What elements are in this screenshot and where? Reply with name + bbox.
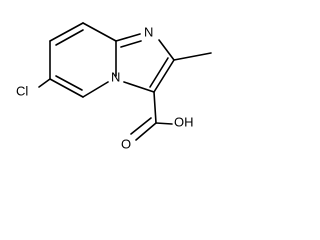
bond-c6-c5 (49, 78, 84, 98)
substituent-bonds (38, 52, 212, 141)
bond-c6-cl (38, 78, 51, 88)
bond-c8-c7 (49, 22, 84, 42)
bond-c2-methyl (173, 52, 212, 61)
bond-c2-c3 (153, 59, 175, 93)
background (0, 0, 226, 153)
bond-c2-c3-double (149, 57, 169, 88)
atom-label-carbonyl-oxygen: O (121, 136, 131, 151)
bond-c3-n4 (123, 81, 155, 93)
chemical-structure-diagram: N N Cl OH O (0, 0, 226, 153)
bond-n1-c2 (158, 39, 175, 61)
bond-carboxyl-oxygen (135, 122, 157, 141)
atom-label-n4: N (111, 69, 120, 84)
bond-c8a-c8 (82, 22, 117, 42)
atom-label-hydroxyl: OH (174, 114, 194, 129)
bond-c6-c5-double (55, 75, 83, 91)
five-membered-ring (115, 33, 175, 93)
bond-c5-n4 (82, 81, 109, 98)
bond-c3-carboxyl (153, 91, 157, 124)
bond-carboxyl-oxygen-double (130, 117, 152, 135)
atom-label-n1: N (144, 24, 153, 39)
bond-c8-c7-double (55, 29, 84, 46)
atom-labels: N N Cl OH O (16, 24, 194, 151)
bond-c8a-n1-double (120, 40, 142, 48)
bond-c8a-n1 (115, 33, 141, 42)
bond-carboxyl-oh (155, 122, 173, 125)
atom-label-chlorine: Cl (16, 83, 28, 98)
six-membered-ring (49, 22, 117, 98)
